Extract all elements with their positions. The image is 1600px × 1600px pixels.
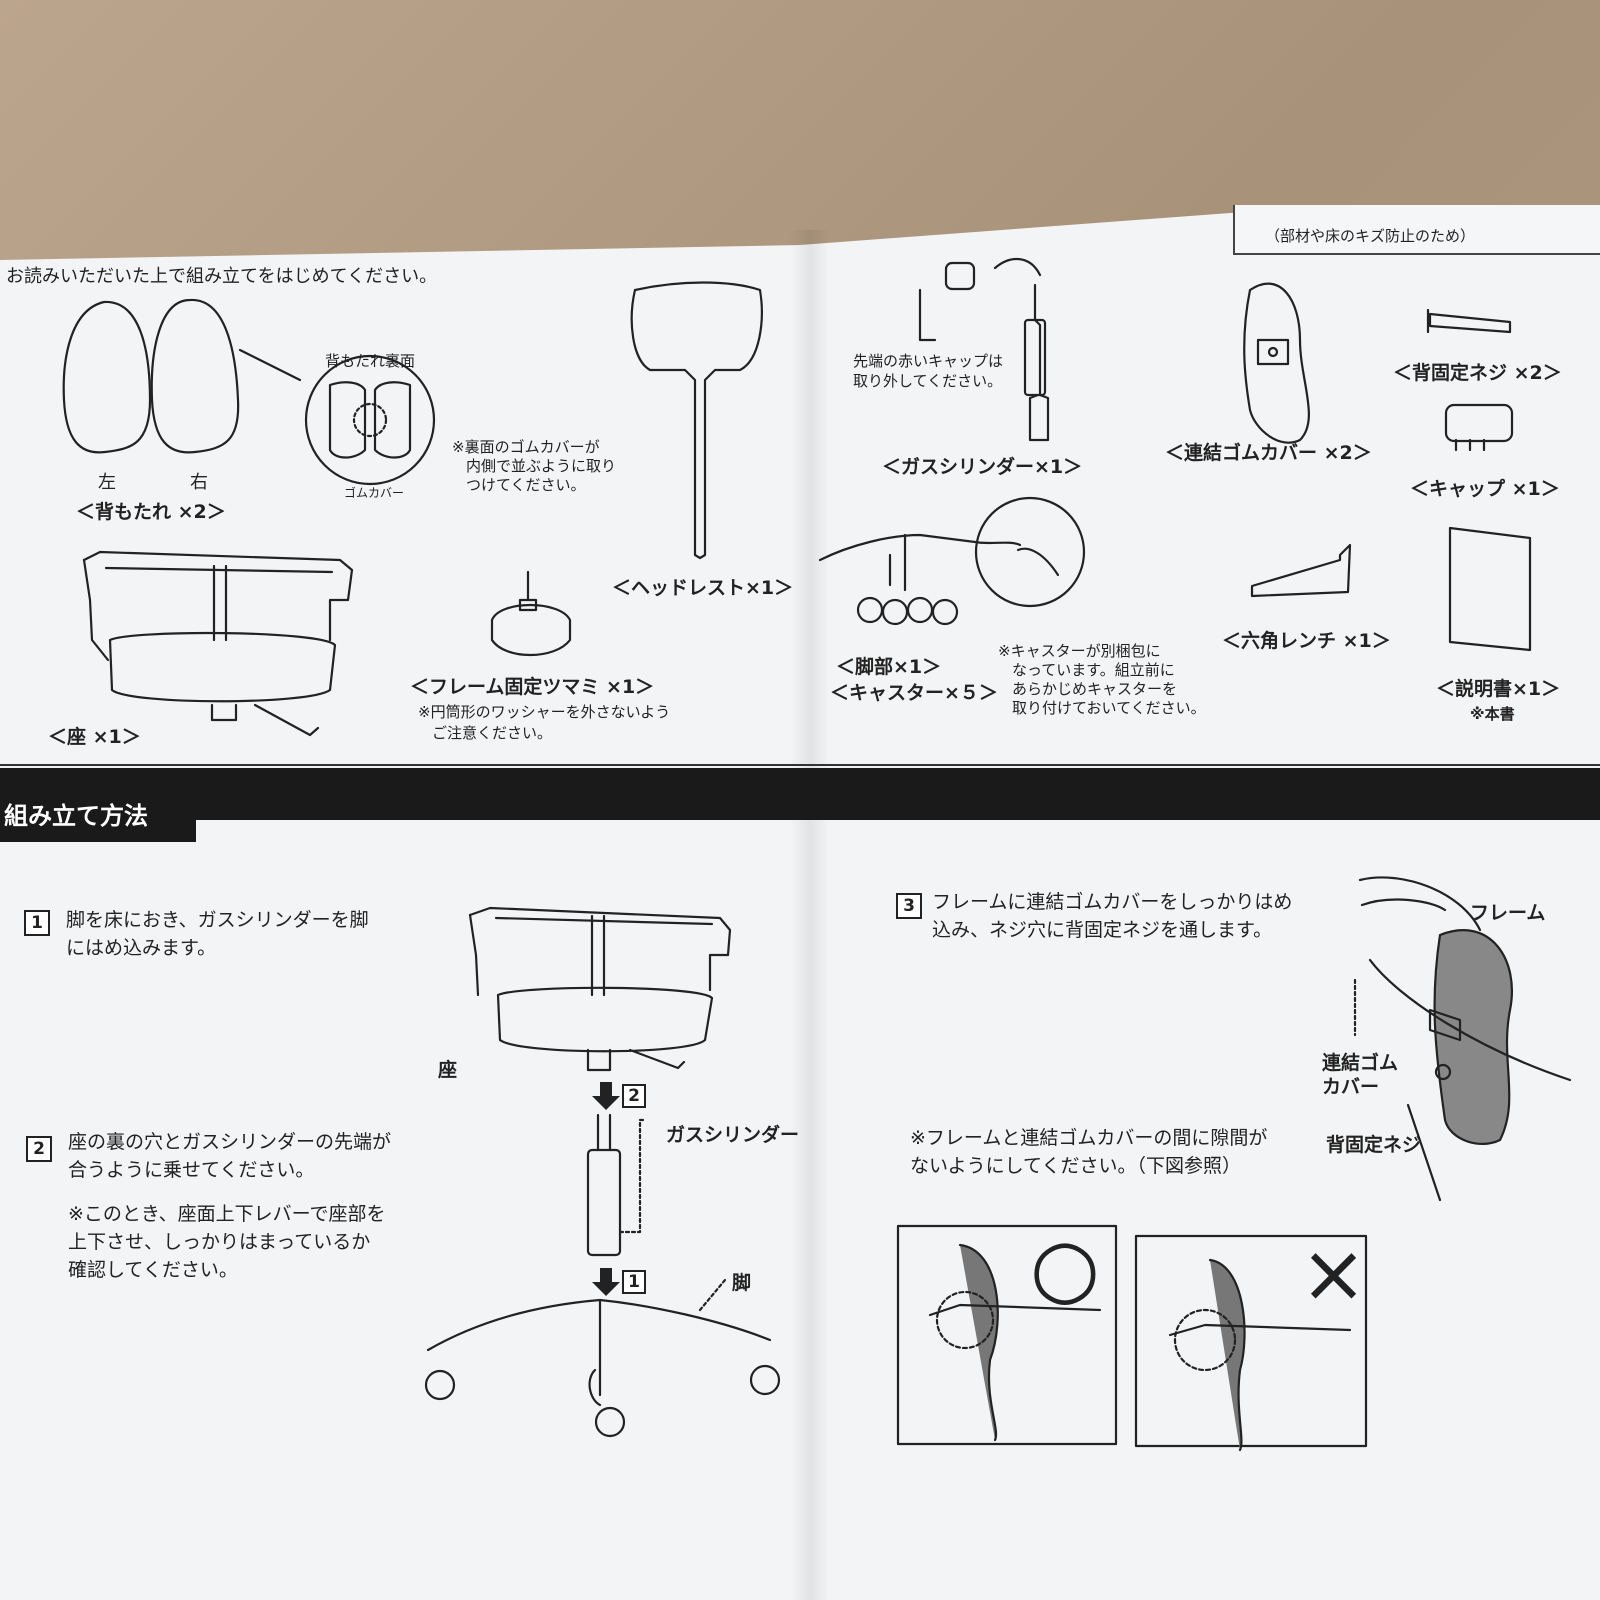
screw-icon	[1428, 312, 1512, 334]
backrest-right-icon	[150, 298, 240, 454]
knob-note-2: ご注意ください。	[432, 724, 553, 742]
backrest-note-3: つけてください。	[466, 476, 586, 494]
gas-cylinder-icon	[1023, 318, 1047, 397]
step1-text: 脚を床におき、ガスシリンダーを脚にはめ込みます。	[66, 909, 369, 959]
caster-label: ＜キャスター×５＞	[830, 682, 998, 704]
seat-icon	[108, 631, 337, 703]
cylinder-label: ＜ガスシリンダー×1＞	[882, 456, 1083, 478]
step2-note: ※このとき、座面上下レバーで座部を上下させ、しっかりはまっているか確認してくださ…	[68, 1203, 386, 1281]
manual-icon	[1448, 526, 1532, 652]
backrest-note-1: ※裏面のゴムカバーが	[452, 438, 600, 456]
fig-rubber-label-1: 連結ゴム	[1322, 1052, 1399, 1074]
knob-label: ＜フレーム固定ツマミ ×1＞	[410, 676, 655, 698]
fig-cylinder-label: ガスシリンダー	[666, 1124, 800, 1146]
fig-screw-label: 背固定ネジ	[1326, 1134, 1422, 1156]
backrest-right-label: 右	[190, 472, 208, 493]
caster-detail-circle-icon	[974, 496, 1086, 608]
note-box: （部材や床のキズ防止のため）	[1233, 205, 1600, 255]
backrest-left-label: 左	[98, 472, 116, 493]
step2-text: 座の裏の穴とガスシリンダーの先端が合うように乗せてください。	[68, 1131, 392, 1181]
ng-mark: ×	[1300, 1227, 1368, 1320]
cap-icon	[1444, 403, 1514, 443]
hex-wrench-icon	[1250, 543, 1352, 598]
caster-note-2: なっています。組立前に	[1012, 661, 1175, 679]
headrest-icon	[630, 281, 763, 560]
cylinder-note-2: 取り外してください。	[853, 372, 1003, 390]
backrest-note-2: 内側で並ぶように取り	[466, 457, 617, 475]
arrow-down-2-icon	[592, 1082, 620, 1110]
seat-label: ＜座 ×1＞	[48, 726, 141, 748]
backrest-left-icon	[62, 300, 152, 454]
fig-arrow1-label: 1	[622, 1270, 646, 1294]
assembly-title: 組み立て方法	[0, 790, 196, 842]
fig-screw-icon	[1434, 1063, 1452, 1081]
step3-number: 3	[896, 893, 922, 919]
section-band	[0, 768, 1600, 820]
step3-text: フレームに連結ゴムカバーをしっかりはめ込み、ネジ穴に背固定ネジを通します。	[932, 891, 1293, 941]
red-cap-icon	[944, 261, 976, 291]
knob-note-1: ※円筒形のワッシャーを外さないよう	[418, 703, 671, 721]
base-icon	[818, 533, 1022, 562]
intro-text: お読みいただいた上で組み立てをはじめてください。	[6, 266, 438, 287]
caster-note-3: あらかじめキャスターを	[1012, 680, 1178, 698]
screw-label: ＜背固定ネジ ×2＞	[1393, 362, 1562, 384]
fig-rubber-label-2: カバー	[1322, 1076, 1380, 1098]
base-label: ＜脚部×1＞	[836, 656, 942, 678]
caster-note-1: ※キャスターが別梱包に	[998, 642, 1161, 660]
arrow-down-1-icon	[592, 1268, 620, 1296]
rubber-label: ゴムカバー	[344, 486, 405, 500]
step1-number: 1	[24, 910, 50, 936]
cylinder-note-1: 先端の赤いキャップは	[853, 352, 1004, 370]
caster-note-4: 取り付けておいてください。	[1012, 699, 1206, 717]
ok-panel	[896, 1224, 1118, 1446]
backrest-label: ＜背もたれ ×2＞	[76, 501, 226, 523]
manual-label: ＜説明書×1＞	[1436, 678, 1561, 700]
fig-seat-icon	[496, 986, 714, 1053]
instruction-sheet	[0, 205, 1600, 1600]
note-box-text: （部材や床のキズ防止のため）	[1265, 227, 1476, 245]
ng-panel	[1134, 1234, 1368, 1448]
section-divider	[0, 764, 1600, 766]
wrench-label: ＜六角レンチ ×1＞	[1222, 630, 1391, 652]
cap-label: ＜キャップ ×1＞	[1410, 478, 1560, 500]
fig-seat-label: 座	[438, 1059, 458, 1081]
step2-number: 2	[26, 1136, 52, 1162]
rubber-cover-icon	[1243, 282, 1310, 444]
caster-icon	[856, 596, 884, 624]
fig-cylinder-icon	[586, 1148, 622, 1257]
fig-leg-label: 脚	[732, 1272, 752, 1294]
back-detail-circle-icon	[304, 354, 436, 486]
fig-frame-label: フレーム	[1470, 902, 1546, 924]
sheet-fold	[790, 230, 830, 1600]
headrest-label: ＜ヘッドレスト×1＞	[612, 577, 794, 599]
knob-icon	[490, 604, 572, 657]
fig-arrow2-label: 2	[622, 1084, 646, 1108]
ok-mark: ○	[1030, 1221, 1100, 1314]
step3-note: ※フレームと連結ゴムカバーの間に隙間がないようにしてください。（下図参照）	[910, 1127, 1268, 1177]
manual-note: ※本書	[1470, 705, 1515, 723]
rubber-cover-label: ＜連結ゴムカバー ×2＞	[1165, 442, 1372, 464]
backrest-back-label: 背もたれ裏面	[325, 352, 416, 370]
fig-rubber-cover-icon	[1433, 929, 1513, 1145]
